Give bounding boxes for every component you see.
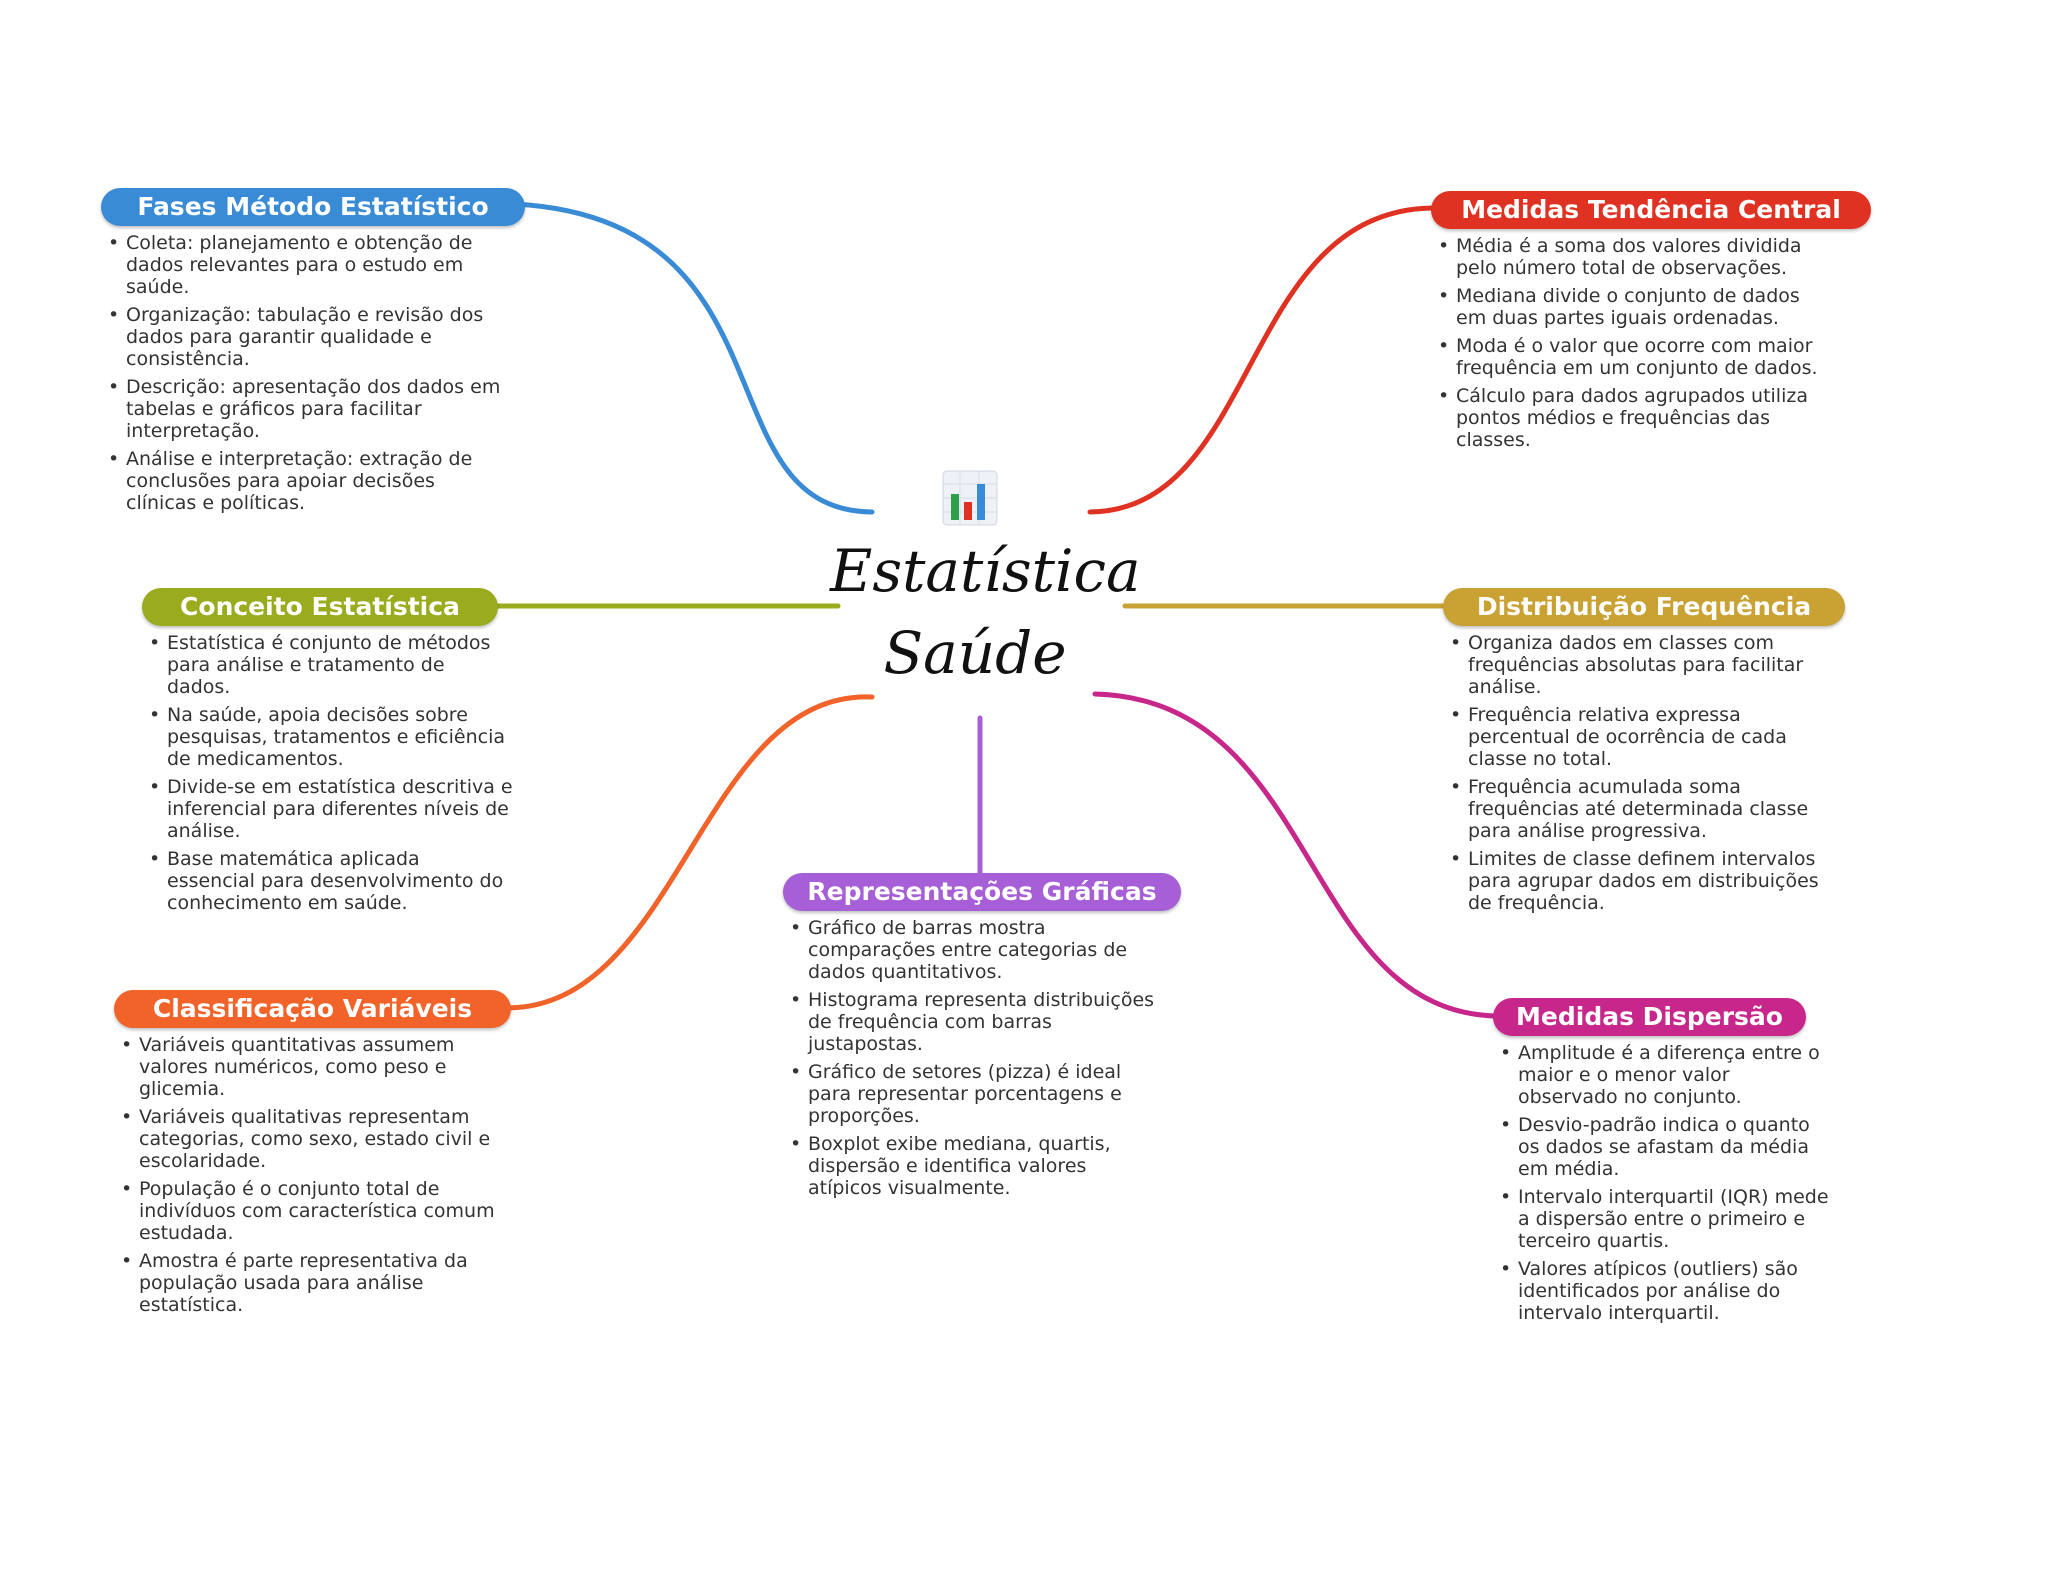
list-item: Divide-se em estatística descritiva e in… (143, 776, 513, 842)
list-item: Organização: tabulação e revisão dos dad… (102, 304, 502, 370)
connector-tendencia (1087, 205, 1436, 515)
list-item: Valores atípicos (outliers) são identifi… (1494, 1258, 1834, 1324)
connector-fases (512, 201, 875, 515)
branch-tendencia-title[interactable]: Medidas Tendência Central (1431, 191, 1871, 229)
branch-fases-list: Coleta: planejamento e obtenção de dados… (102, 232, 502, 520)
list-item: Cálculo para dados agrupados utiliza pon… (1432, 385, 1832, 451)
list-item: Frequência relativa expressa percentual … (1444, 704, 1844, 770)
central-title-line1: Estatística (830, 537, 1141, 605)
list-item: Moda é o valor que ocorre com maior freq… (1432, 335, 1832, 379)
list-item: Gráfico de setores (pizza) é ideal para … (784, 1061, 1164, 1127)
list-item: Descrição: apresentação dos dados em tab… (102, 376, 502, 442)
list-item: Análise e interpretação: extração de con… (102, 448, 502, 514)
connector-dispersao (1092, 691, 1498, 1019)
central-topic: Estatística Saúde (830, 530, 1141, 694)
list-item: Frequência acumulada soma frequências at… (1444, 776, 1844, 842)
central-title-line2: Saúde (883, 619, 1067, 687)
branch-conceito-title[interactable]: Conceito Estatística (142, 588, 498, 626)
list-item: Variáveis qualitativas representam categ… (115, 1106, 495, 1172)
branch-fases-title[interactable]: Fases Método Estatístico (101, 188, 525, 226)
branch-distribuicao-list: Organiza dados em classes com frequência… (1444, 632, 1844, 920)
list-item: Limites de classe definem intervalos par… (1444, 848, 1844, 914)
branch-classificacao-list: Variáveis quantitativas assumem valores … (115, 1034, 495, 1322)
bar-chart-icon (942, 470, 998, 526)
list-item: Variáveis quantitativas assumem valores … (115, 1034, 495, 1100)
branch-representacoes-list: Gráfico de barras mostra comparações ent… (784, 917, 1164, 1205)
list-item: População é o conjunto total de indivídu… (115, 1178, 495, 1244)
list-item: Boxplot exibe mediana, quartis, dispersã… (784, 1133, 1164, 1199)
list-item: Desvio-padrão indica o quanto os dados s… (1494, 1114, 1834, 1180)
list-item: Histograma representa distribuições de f… (784, 989, 1164, 1055)
list-item: Gráfico de barras mostra comparações ent… (784, 917, 1164, 983)
branch-dispersao-title[interactable]: Medidas Dispersão (1493, 998, 1806, 1036)
branch-representacoes-title[interactable]: Representações Gráficas (783, 873, 1181, 911)
list-item: Amplitude é a diferença entre o maior e … (1494, 1042, 1834, 1108)
branch-distribuicao-title[interactable]: Distribuição Frequência (1443, 588, 1845, 626)
branch-dispersao-list: Amplitude é a diferença entre o maior e … (1494, 1042, 1834, 1330)
list-item: Média é a soma dos valores dividida pelo… (1432, 235, 1832, 279)
list-item: Base matemática aplicada essencial para … (143, 848, 513, 914)
branch-classificacao-title[interactable]: Classificação Variáveis (114, 990, 511, 1028)
list-item: Mediana divide o conjunto de dados em du… (1432, 285, 1832, 329)
list-item: Coleta: planejamento e obtenção de dados… (102, 232, 502, 298)
list-item: Na saúde, apoia decisões sobre pesquisas… (143, 704, 513, 770)
list-item: Estatística é conjunto de métodos para a… (143, 632, 513, 698)
list-item: Organiza dados em classes com frequência… (1444, 632, 1844, 698)
branch-tendencia-list: Média é a soma dos valores dividida pelo… (1432, 235, 1832, 457)
connector-classificacao (502, 694, 875, 1011)
list-item: Intervalo interquartil (IQR) mede a disp… (1494, 1186, 1834, 1252)
branch-conceito-list: Estatística é conjunto de métodos para a… (143, 632, 513, 920)
list-item: Amostra é parte representativa da popula… (115, 1250, 495, 1316)
